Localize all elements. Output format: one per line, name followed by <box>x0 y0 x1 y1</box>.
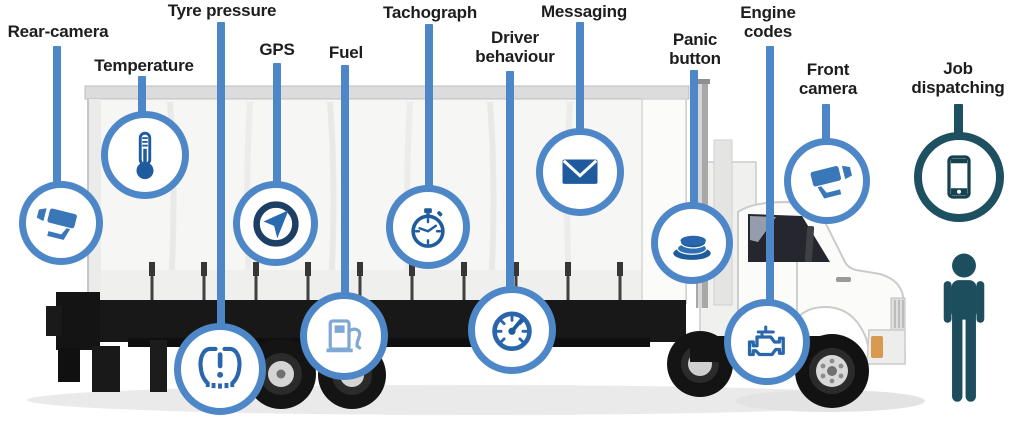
label-temperature: Temperature <box>94 56 194 75</box>
smartphone-icon <box>947 155 971 199</box>
fuel-pump-icon <box>326 319 362 353</box>
connector-job-dispatching <box>954 104 963 140</box>
node-gps <box>233 181 318 266</box>
label-panic-button: Panic button <box>669 30 721 68</box>
connector-front-camera <box>822 104 830 145</box>
speedometer-icon <box>492 311 532 352</box>
label-rear-camera: Rear-camera <box>7 22 109 41</box>
connector-rear-camera <box>53 46 61 186</box>
label-fuel: Fuel <box>328 43 364 62</box>
connector-engine-codes <box>766 46 774 305</box>
node-fuel <box>300 292 388 380</box>
connector-tyre-pressure <box>217 22 225 332</box>
cctv-camera-left-icon <box>36 208 77 240</box>
label-messaging: Messaging <box>540 2 628 21</box>
cctv-camera-right-icon <box>810 165 853 199</box>
push-button-icon <box>673 235 711 260</box>
engine-icon <box>747 325 785 357</box>
connector-tachograph <box>425 24 433 192</box>
envelope-icon <box>562 159 598 184</box>
label-engine-codes: Engine codes <box>740 3 796 41</box>
connector-gps <box>273 63 281 190</box>
node-engine-codes <box>724 299 810 385</box>
label-job-dispatching: Job dispatching <box>911 59 1005 97</box>
connector-messaging <box>576 22 584 135</box>
connector-panic-button <box>690 70 698 210</box>
label-driver-behaviour: Driver behaviour <box>475 28 555 66</box>
node-rear-camera <box>19 181 103 265</box>
driver-silhouette-icon <box>943 253 985 402</box>
node-front-camera <box>784 138 870 224</box>
compass-navigation-arrow-icon <box>252 200 299 247</box>
thermometer-icon <box>136 131 154 180</box>
connector-fuel <box>341 65 349 300</box>
label-tyre-pressure: Tyre pressure <box>167 1 277 20</box>
connector-driver-behaviour <box>506 71 514 292</box>
label-gps: GPS <box>259 40 295 59</box>
node-temperature <box>101 111 189 199</box>
node-tyre-pressure <box>174 323 266 415</box>
tyre-pressure-warning-icon <box>198 346 242 389</box>
label-front-camera: Front camera <box>798 60 858 98</box>
node-job-dispatching <box>914 132 1004 222</box>
label-tachograph: Tachograph <box>382 3 478 22</box>
node-messaging <box>536 128 624 216</box>
stopwatch-icon <box>411 208 445 248</box>
node-tachograph <box>386 185 470 269</box>
node-panic-button <box>651 202 733 284</box>
connector-temperature <box>138 76 146 118</box>
node-driver-behaviour <box>468 286 556 374</box>
